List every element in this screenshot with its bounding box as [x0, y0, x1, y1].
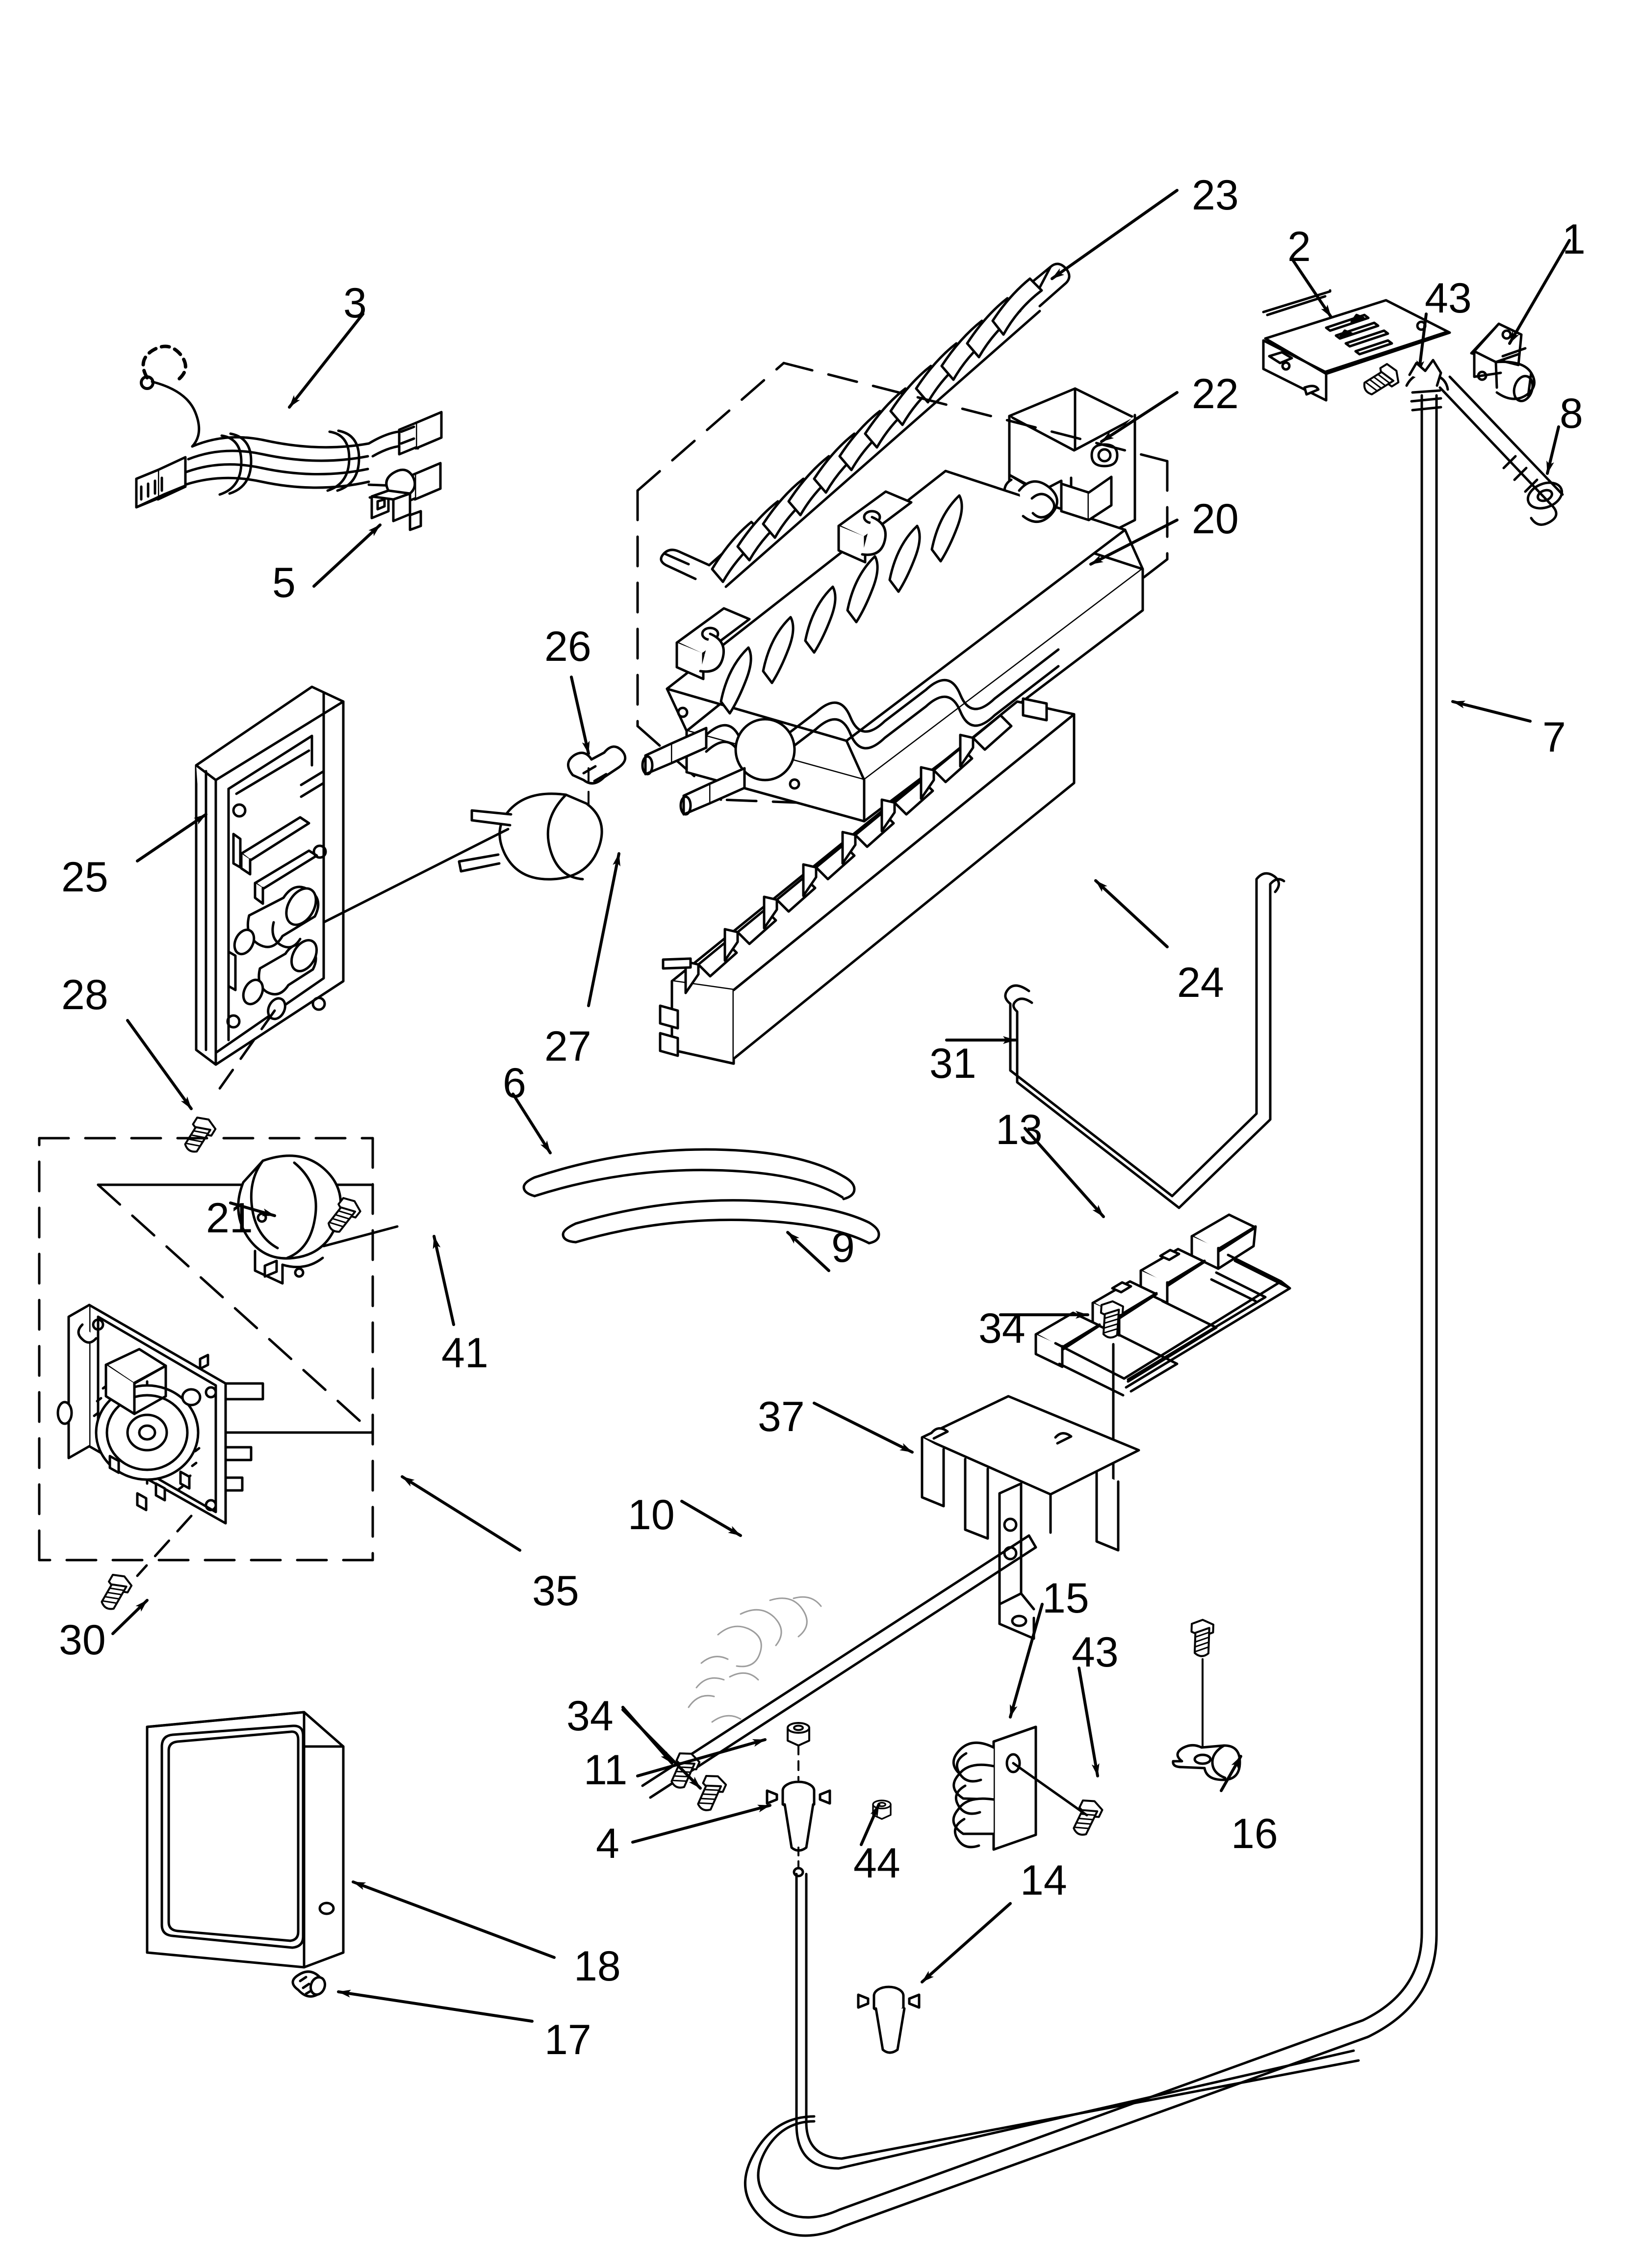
callout-5: 5 [272, 559, 296, 606]
callout-4: 4 [596, 1820, 619, 1867]
part-nut-11 [788, 1723, 809, 1781]
callout-34-upper: 34 [978, 1305, 1026, 1352]
callout-10: 10 [628, 1491, 675, 1538]
part-coupling-26 [567, 745, 627, 785]
callout-30: 30 [59, 1616, 106, 1664]
part-bracket-37 [921, 1395, 1140, 1640]
part-cover-panel-18 [146, 1711, 345, 1969]
part-motor-plate [56, 1303, 264, 1525]
callout-35: 35 [532, 1567, 579, 1615]
part-cover-plate-2 [1262, 289, 1451, 402]
callout-41: 41 [441, 1330, 488, 1377]
callout-23: 23 [1192, 172, 1239, 219]
part-tube-9 [562, 1199, 880, 1245]
callout-15: 15 [1042, 1575, 1089, 1622]
callout-1: 1 [1562, 216, 1586, 263]
part-tube-clamp-16 [1172, 1619, 1241, 1781]
callout-7: 7 [1542, 714, 1566, 761]
callout-17: 17 [544, 2016, 591, 2063]
part-shutoff-arm-31 [1004, 872, 1285, 1209]
callout-34-lower: 34 [566, 1693, 614, 1740]
part-bracket-clip-15 [952, 1725, 1037, 1851]
callout-24: 24 [1177, 959, 1224, 1006]
callout-9: 9 [831, 1224, 855, 1271]
part-wire-clip-5 [370, 469, 422, 531]
part-ice-tray-24 [659, 697, 1076, 1065]
callout-22: 22 [1192, 370, 1239, 417]
part-bearing-housing-1 [1470, 322, 1536, 402]
callout-8: 8 [1560, 390, 1583, 437]
callout-2: 2 [1287, 223, 1311, 270]
callout-31: 31 [929, 1040, 976, 1087]
part-plug-17 [291, 1970, 327, 1998]
callout-43-lower: 43 [1072, 1629, 1119, 1676]
part-screw-30 [97, 1571, 134, 1613]
part-screw-43a [1360, 362, 1402, 399]
part-water-tube-7 [744, 394, 1438, 2237]
callout-25: 25 [61, 854, 108, 901]
callout-43-top: 43 [1425, 275, 1472, 322]
part-motor-cover-21 [237, 1154, 342, 1285]
callout-11: 11 [584, 1747, 628, 1794]
callout-13: 13 [996, 1106, 1043, 1153]
part-fitting-14 [857, 1985, 921, 2054]
callout-28: 28 [61, 971, 108, 1018]
callout-20: 20 [1192, 495, 1239, 543]
callout-3: 3 [343, 280, 367, 327]
part-housing-25 [195, 685, 345, 1066]
callout-16: 16 [1231, 1810, 1278, 1857]
part-tube-6 [522, 1148, 856, 1200]
callout-18: 18 [574, 1943, 621, 1990]
part-water-line-lower [795, 1873, 1360, 2170]
callout-37: 37 [758, 1393, 805, 1440]
part-screw-28 [180, 1114, 218, 1156]
callout-27: 27 [544, 1023, 591, 1070]
part-screw-43b [1069, 1797, 1104, 1839]
callout-44: 44 [853, 1840, 900, 1887]
callout-14: 14 [1020, 1857, 1067, 1904]
part-motor-27 [458, 767, 603, 881]
callout-21: 21 [206, 1195, 253, 1242]
part-fill-tube-10 [641, 1534, 1037, 1799]
part-auger-23 [660, 262, 1071, 588]
part-wire-harness-3 [135, 344, 443, 509]
part-valve-elbow [1405, 359, 1564, 526]
callout-6: 6 [503, 1060, 526, 1107]
part-wire-harness-13 [1034, 1213, 1291, 1397]
callout-26: 26 [544, 623, 591, 670]
part-fitting-4 [766, 1780, 831, 1877]
